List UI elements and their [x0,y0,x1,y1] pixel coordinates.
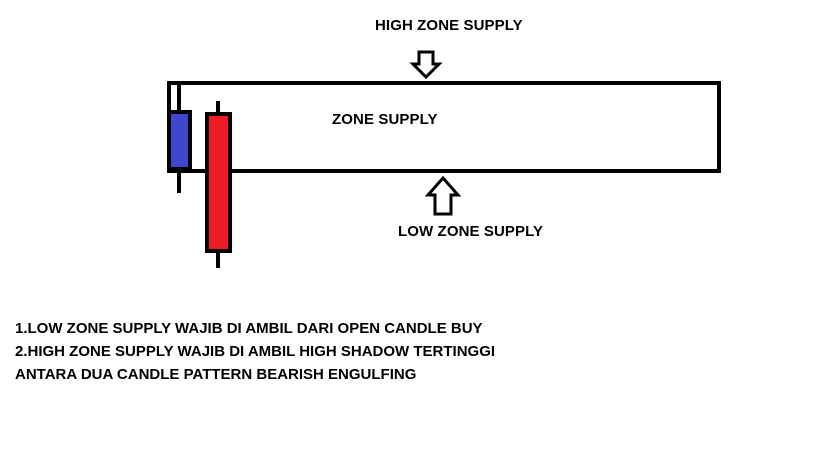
bullish-candle [167,83,192,193]
bearish-candle [205,101,232,268]
high-zone-supply-label: HIGH ZONE SUPPLY [375,17,523,34]
zone-supply-label: ZONE SUPPLY [332,111,438,128]
note-line: 2.HIGH ZONE SUPPLY WAJIB DI AMBIL HIGH S… [15,343,496,360]
notes-block: 1.LOW ZONE SUPPLY WAJIB DI AMBIL DARI OP… [15,317,495,386]
arrow-down-icon [409,50,443,80]
note-line: 1.LOW ZONE SUPPLY WAJIB DI AMBIL DARI OP… [15,320,483,337]
note-line: ANTARA DUA CANDLE PATTERN BEARISH ENGULF… [15,366,417,383]
low-zone-supply-label: LOW ZONE SUPPLY [398,223,544,240]
supply-zone-box [167,81,721,173]
bullish-candle-body [167,110,192,171]
bearish-candle-body [205,112,232,253]
arrow-up-icon [424,175,462,216]
